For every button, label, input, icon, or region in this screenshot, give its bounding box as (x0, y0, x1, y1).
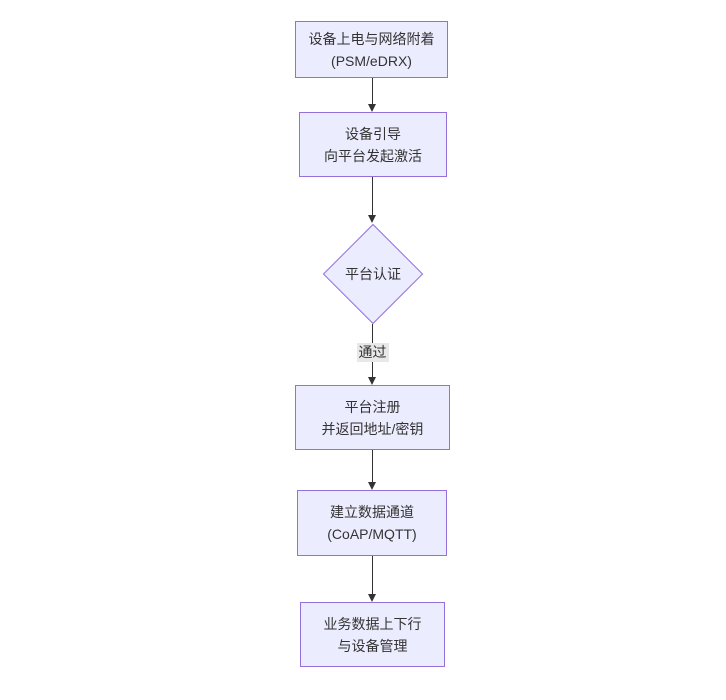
arrowhead-down-icon (368, 215, 376, 223)
node-platform-register: 平台注册 并返回地址/密钥 (295, 385, 450, 450)
arrowhead-down-icon (368, 104, 376, 112)
node-text-line: 与设备管理 (337, 637, 408, 654)
node-text-line: 建立数据通道 (330, 504, 414, 520)
node-text-line: (PSM/eDRX) (331, 52, 412, 69)
node-device-bootstrap: 设备引导 向平台发起激活 (299, 112, 447, 177)
node-text-line: 向平台发起激活 (324, 147, 422, 164)
node-text-line: (CoAP/MQTT) (327, 526, 417, 542)
arrowhead-down-icon (368, 377, 376, 385)
arrowhead-down-icon (368, 594, 376, 602)
edge-n2-n3 (368, 177, 377, 223)
edge-n1-n2 (368, 78, 377, 112)
node-text-line: 设备引导 (345, 125, 401, 142)
node-text-line: 平台注册 (344, 398, 401, 415)
node-text-line: 并返回地址/密钥 (321, 420, 424, 437)
edge-label-pass: 通过 (356, 343, 389, 362)
edge-line (372, 556, 373, 596)
edge-line (372, 177, 373, 217)
node-business-data: 业务数据上下行 与设备管理 (300, 602, 445, 667)
edge-line (372, 78, 373, 106)
node-text-line: 设备上电与网络附着 (308, 30, 435, 47)
node-text-line: 业务数据上下行 (323, 615, 422, 632)
decision-platform-auth: 平台认证 (322, 223, 424, 325)
edge-n4-n5 (368, 450, 377, 490)
node-data-channel: 建立数据通道 (CoAP/MQTT) (297, 490, 447, 556)
edge-line (372, 450, 373, 484)
edge-n3-n4: 通过 (356, 324, 389, 385)
edge-n5-n6 (368, 556, 377, 602)
node-power-network-attach: 设备上电与网络附着 (PSM/eDRX) (295, 21, 448, 78)
arrowhead-down-icon (368, 482, 376, 490)
node-text-line: 平台认证 (345, 266, 401, 282)
